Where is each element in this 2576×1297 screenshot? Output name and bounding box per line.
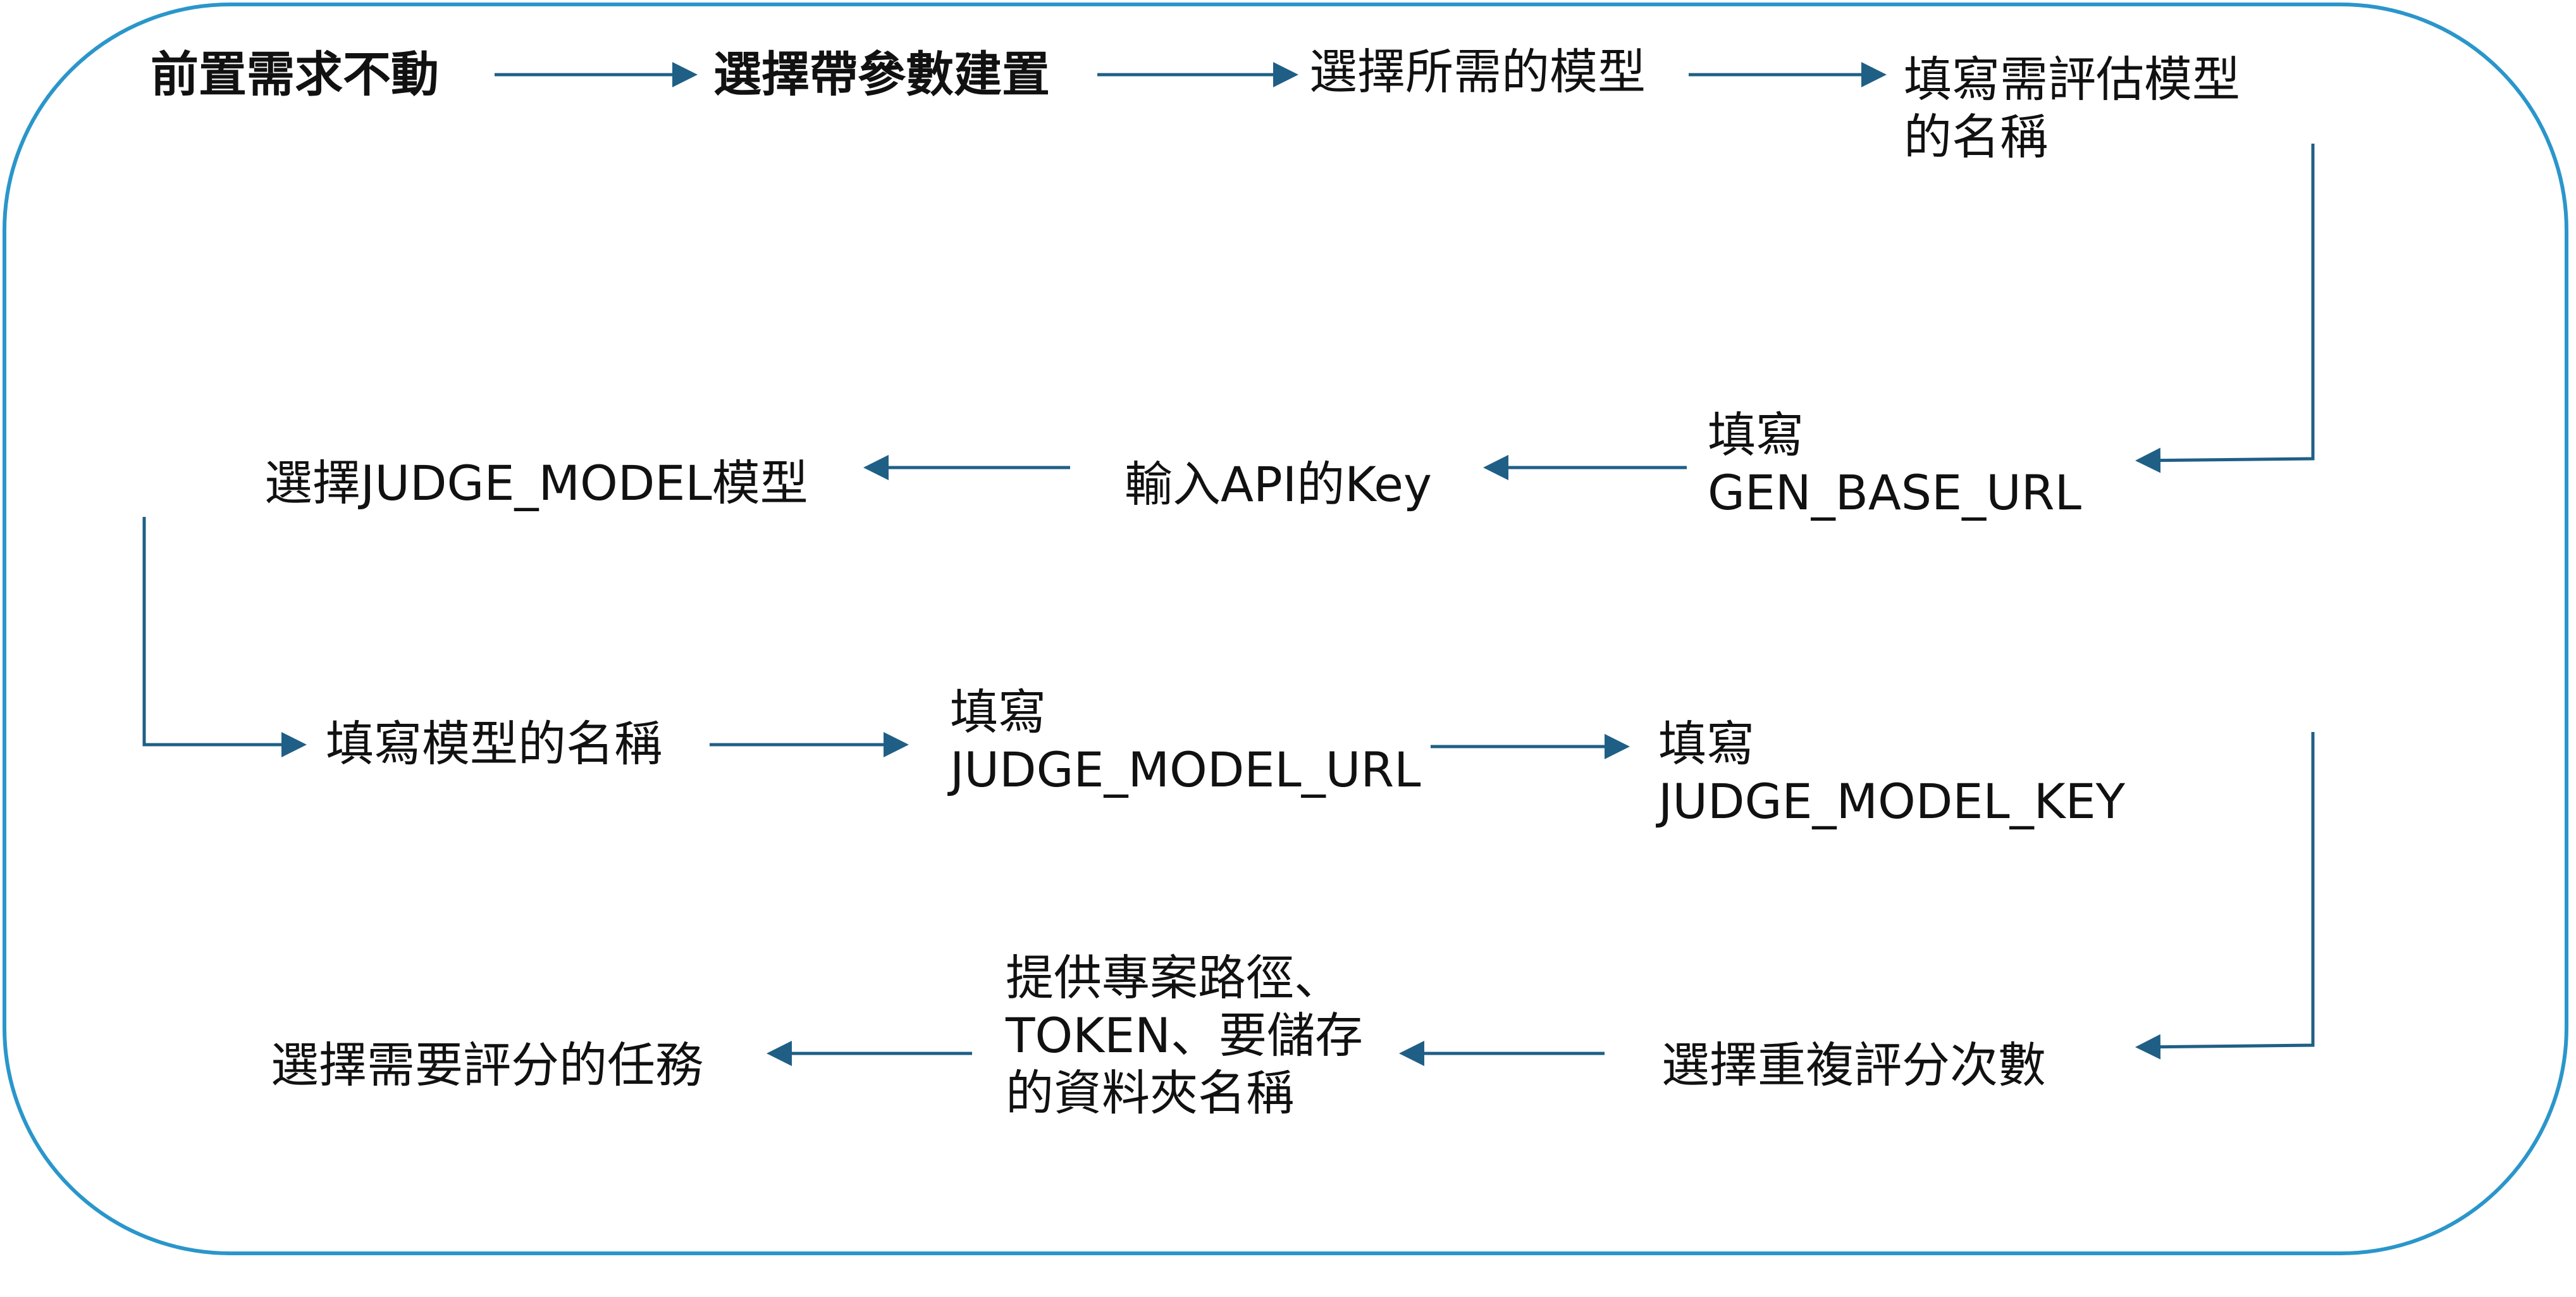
arrow-10-11 [2135,732,2315,1060]
step-project-token-folder: 提供專案路徑、 TOKEN、要儲存 的資料夾名稱 [1006,950,1363,1122]
rounded-frame [3,3,2568,1255]
step-gen-base-url: 填寫 GEN_BASE_URL [1708,407,2081,521]
step-model-name: 填寫模型的名稱 [326,716,662,772]
step-select-model: 選擇所需的模型 [1309,44,1646,100]
step-prerequisites: 前置需求不動 [151,46,439,102]
step-judge-model-key: 填寫 JUDGE_MODEL_KEY [1658,716,2126,830]
step-api-key: 輸入API的Key [1125,456,1433,512]
step-repeat-count: 選擇重複評分次數 [1661,1037,2046,1093]
arrow-4-5 [2135,144,2315,473]
step-select-tasks: 選擇需要評分的任務 [271,1037,703,1093]
step-build-with-parameters: 選擇帶參數建置 [713,46,1050,102]
step-eval-model-name: 填寫需評估模型 的名稱 [1904,51,2240,166]
step-judge-model-url: 填寫 JUDGE_MODEL_URL [950,684,1421,798]
arrow-7-8 [142,517,307,757]
step-judge-model: 選擇JUDGE_MODEL模型 [264,455,808,511]
